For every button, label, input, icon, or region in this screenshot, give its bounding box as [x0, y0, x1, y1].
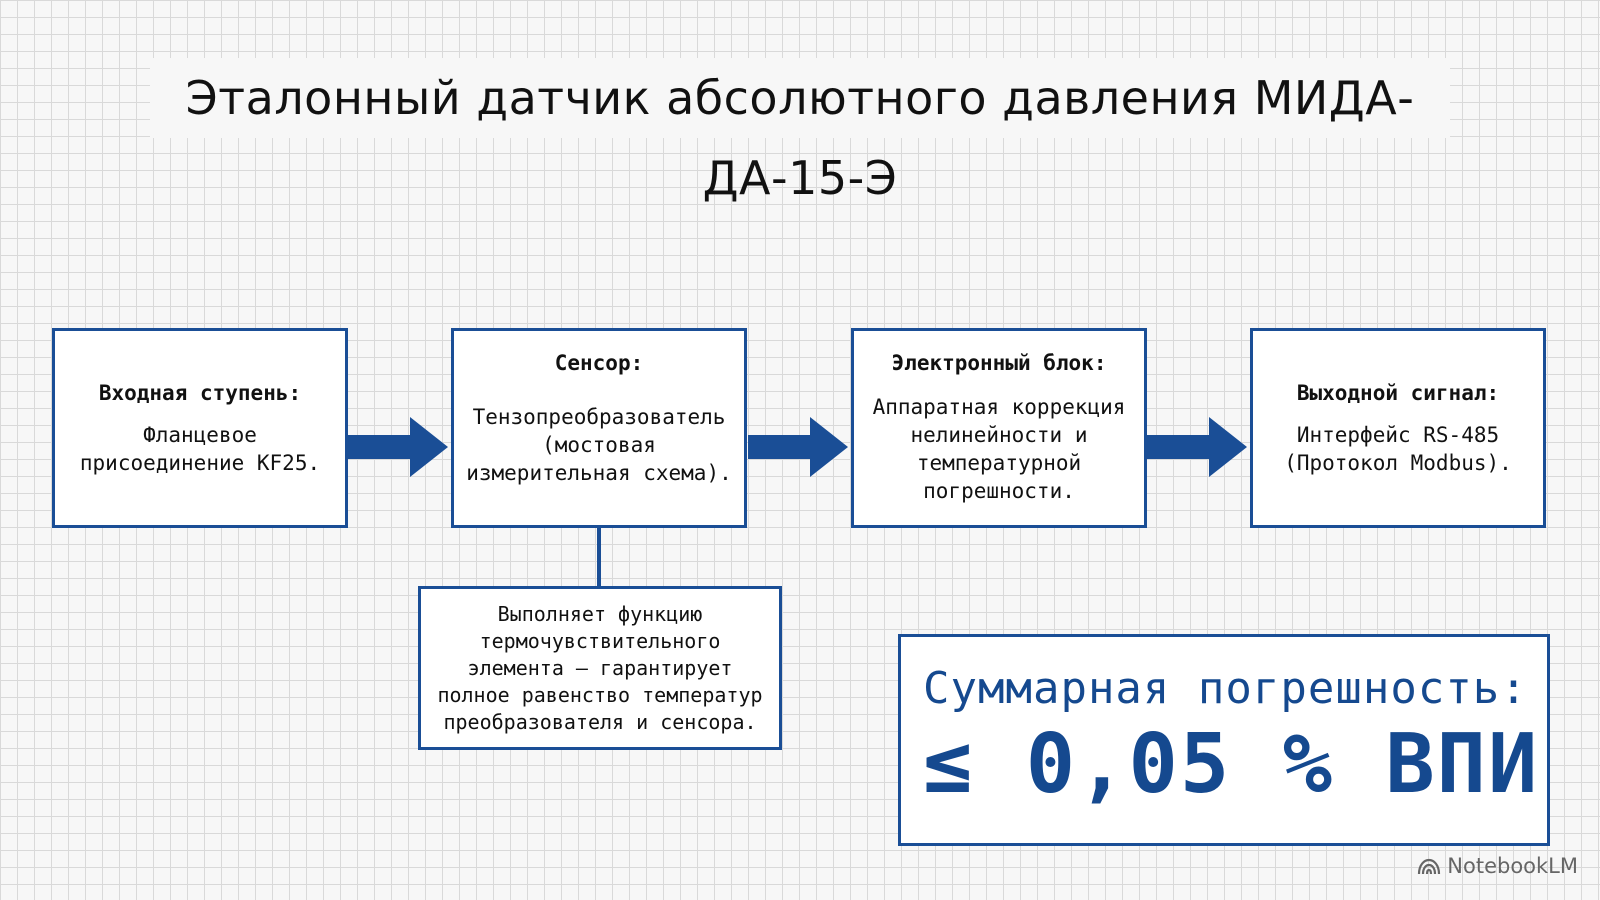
sensor-note-connector: [597, 528, 601, 586]
diagram-title: Эталонный датчик абсолютного давления МИ…: [150, 58, 1450, 205]
stage-electronics-title: Электронный блок:: [891, 351, 1107, 375]
stage-sensor: Сенсор: Тензопреобразователь (мостовая и…: [451, 328, 747, 528]
stage-sensor-text: Тензопреобразователь (мостовая измерител…: [466, 405, 732, 485]
right-arrow-icon: [748, 417, 848, 477]
right-arrow-icon: [1147, 417, 1247, 477]
stage-electronics-text: Аппаратная коррекция нелинейности и темп…: [872, 395, 1126, 503]
right-arrow-icon: [348, 417, 448, 477]
stage-input: Входная ступень: Фланцевое присоединение…: [52, 328, 348, 528]
notebooklm-logo-icon: [1418, 858, 1441, 875]
stage-input-title: Входная ступень:: [98, 381, 302, 405]
stage-sensor-title: Сенсор:: [554, 351, 644, 375]
summary-label: Суммарная погрешность:: [923, 663, 1528, 714]
stage-electronics: Электронный блок: Аппаратная коррекция н…: [851, 328, 1147, 528]
sensor-note-text: Выполняет функцию термочувствительного э…: [437, 601, 763, 734]
sensor-note-box: Выполняет функцию термочувствительного э…: [418, 586, 782, 750]
stage-input-text: Фланцевое присоединение KF25.: [79, 423, 321, 475]
stage-output: Выходной сигнал: Интерфейс RS-485 (Прото…: [1250, 328, 1546, 528]
summary-value: ≤ 0,05 % ВПИ: [923, 717, 1540, 812]
watermark: NotebookLM: [1417, 854, 1578, 878]
summary-box: Суммарная погрешность: ≤ 0,05 % ВПИ: [898, 634, 1550, 846]
watermark-text: NotebookLM: [1447, 854, 1578, 878]
stage-output-title: Выходной сигнал:: [1296, 381, 1500, 405]
stage-output-text: Интерфейс RS-485 (Протокол Modbus).: [1284, 423, 1512, 475]
